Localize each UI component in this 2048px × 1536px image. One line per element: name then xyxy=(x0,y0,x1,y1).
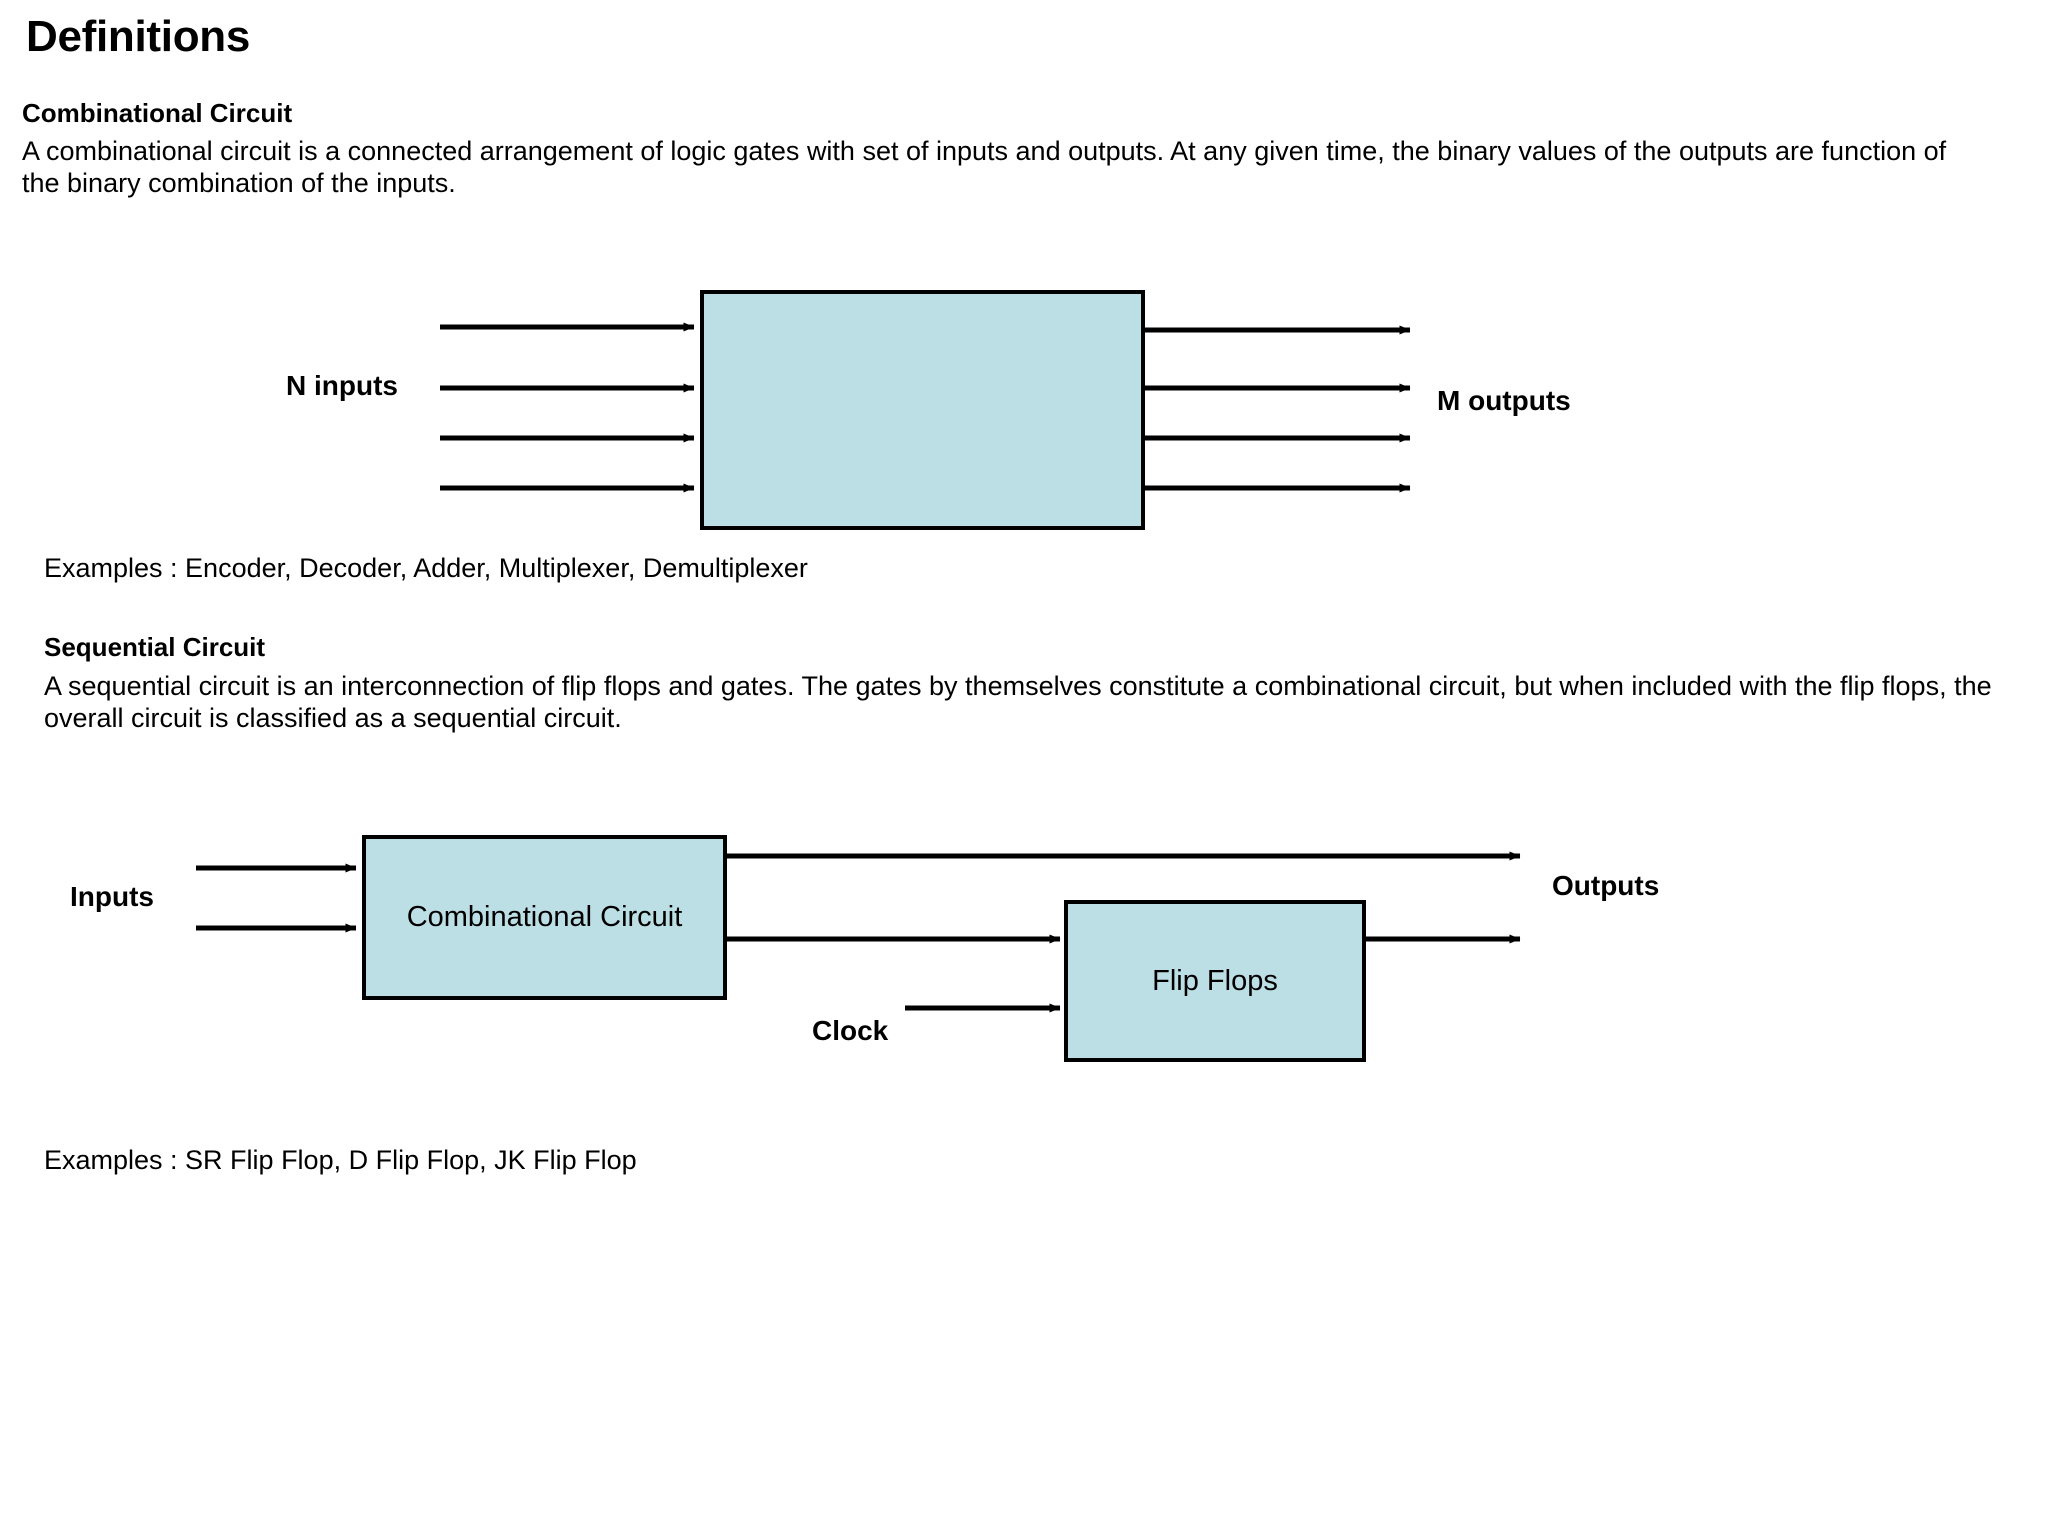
sequential-combinational-block-label: Combinational Circuit xyxy=(406,901,683,933)
sequential-combinational-block: Combinational Circuit xyxy=(362,835,727,1000)
combinational-wires xyxy=(440,322,1411,493)
n-inputs-label: N inputs xyxy=(286,370,398,401)
combinational-heading: Combinational Circuit xyxy=(22,98,293,128)
sequential-paragraph: A sequential circuit is an interconnecti… xyxy=(44,671,1992,734)
page-title: Definitions xyxy=(26,12,251,61)
sequential-circuit-diagram: Combinational Circuit Flip Flops Inputs … xyxy=(0,800,2048,1120)
combinational-circuit-diagram: N inputs M outputs xyxy=(0,200,2048,560)
m-outputs-label: M outputs xyxy=(1437,385,1571,416)
input-wire-group xyxy=(440,322,695,493)
outputs-label: Outputs xyxy=(1552,870,1660,901)
combinational-block xyxy=(700,290,1145,530)
flip-flops-block-label: Flip Flops xyxy=(1152,964,1278,997)
output-wire-group xyxy=(1142,325,1411,493)
inputs-label: Inputs xyxy=(70,881,154,912)
sequential-input-wire-group xyxy=(196,863,357,933)
combinational-paragraph: A combinational circuit is a connected a… xyxy=(22,136,1947,199)
clock-label: Clock xyxy=(812,1015,889,1046)
flip-flops-block: Flip Flops xyxy=(1064,900,1366,1062)
sequential-wires xyxy=(196,851,1521,1013)
sequential-heading: Sequential Circuit xyxy=(44,632,266,662)
combinational-examples: Examples : Encoder, Decoder, Adder, Mult… xyxy=(44,553,808,583)
sequential-examples: Examples : SR Flip Flop, D Flip Flop, JK… xyxy=(44,1145,637,1175)
